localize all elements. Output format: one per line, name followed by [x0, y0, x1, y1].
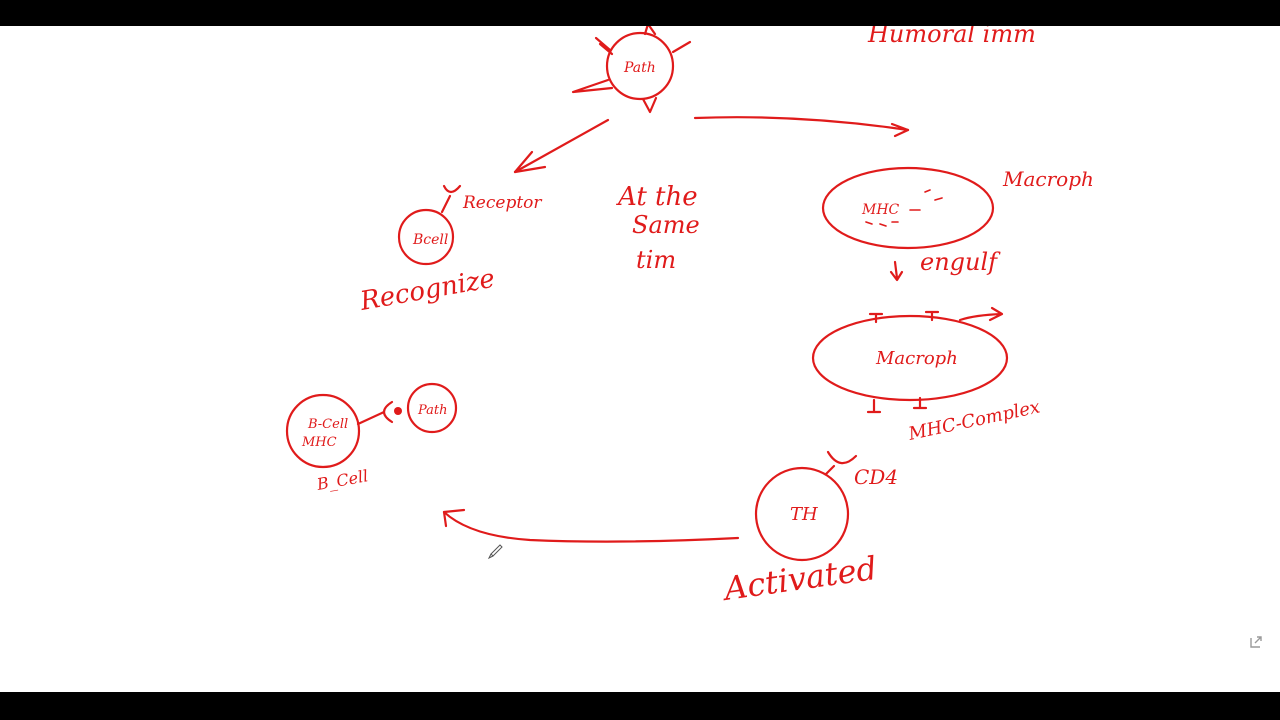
same-time-note: At the Same tim — [616, 182, 700, 274]
t-helper-cell: TH CD4 Activated — [719, 450, 898, 608]
arrow-to-bcell — [513, 118, 610, 174]
pathogen-spike — [671, 40, 692, 54]
bcell-with-pathogen: B-Cell MHC Path B_Cell — [285, 382, 458, 494]
whiteboard-canvas[interactable]: Humoral imm Path Bcell Receptor — [0, 26, 1280, 692]
pathogen-bound-body — [406, 382, 458, 434]
pen-cursor-icon — [487, 544, 503, 560]
pathogen-spike — [594, 36, 614, 56]
bcell-inner-label: B-Cell — [307, 417, 348, 432]
recognize-label: Recognize — [357, 264, 497, 317]
expand-icon[interactable] — [1248, 634, 1264, 650]
mhc-complex-label: MHC-Complex — [906, 397, 1042, 446]
bcell-large-body — [285, 393, 361, 469]
macrophage-top-body — [821, 166, 995, 250]
macrophage-engulfing: MHC Macroph engulf — [821, 166, 1094, 282]
th-body — [754, 466, 850, 562]
engulf-arrow — [889, 260, 904, 282]
svg-text:Same: Same — [632, 211, 700, 239]
cd4-label: CD4 — [854, 465, 898, 489]
activated-label: Activated — [719, 549, 879, 608]
macrophage-top-label: Macroph — [1002, 167, 1094, 191]
arrow-th-to-bcell — [442, 508, 740, 543]
letterbox-top — [0, 0, 1280, 26]
pathogen-top-body — [605, 31, 675, 101]
humoral-heading: Humoral imm — [867, 26, 1036, 48]
macrophage-mid-label: Macroph — [875, 348, 958, 369]
receptor-binding-dot — [394, 407, 402, 415]
pathogen-top: Path — [571, 26, 692, 114]
diagram-drawing: Humoral imm Path Bcell Receptor — [285, 26, 1094, 608]
mhc-inner-label: MHC — [301, 435, 337, 450]
pathogen-spike — [571, 78, 614, 94]
macrophage-mid-body — [811, 314, 1009, 402]
pathogen-bound-label: Path — [417, 403, 448, 418]
bcell-bottom-label: B_Cell — [314, 466, 369, 494]
pathogen-spike — [641, 96, 658, 114]
th-label: TH — [790, 504, 818, 525]
bcell-small: Bcell Receptor — [397, 184, 542, 266]
macrophage-presenting: Macroph MHC-Complex — [811, 306, 1042, 446]
pathogen-top-label: Path — [623, 60, 656, 76]
letterbox-bottom — [0, 692, 1280, 720]
receptor-label: Receptor — [462, 193, 542, 213]
arrow-to-macrophage — [693, 116, 910, 138]
mhc-top-label: MHC — [861, 202, 900, 218]
svg-text:tim: tim — [636, 246, 676, 274]
svg-text:At the: At the — [616, 182, 698, 212]
bcell-small-body — [397, 208, 455, 266]
bcell-small-label: Bcell — [412, 232, 448, 248]
engulf-label: engulf — [920, 248, 1001, 276]
pathogen-spike — [643, 26, 657, 36]
